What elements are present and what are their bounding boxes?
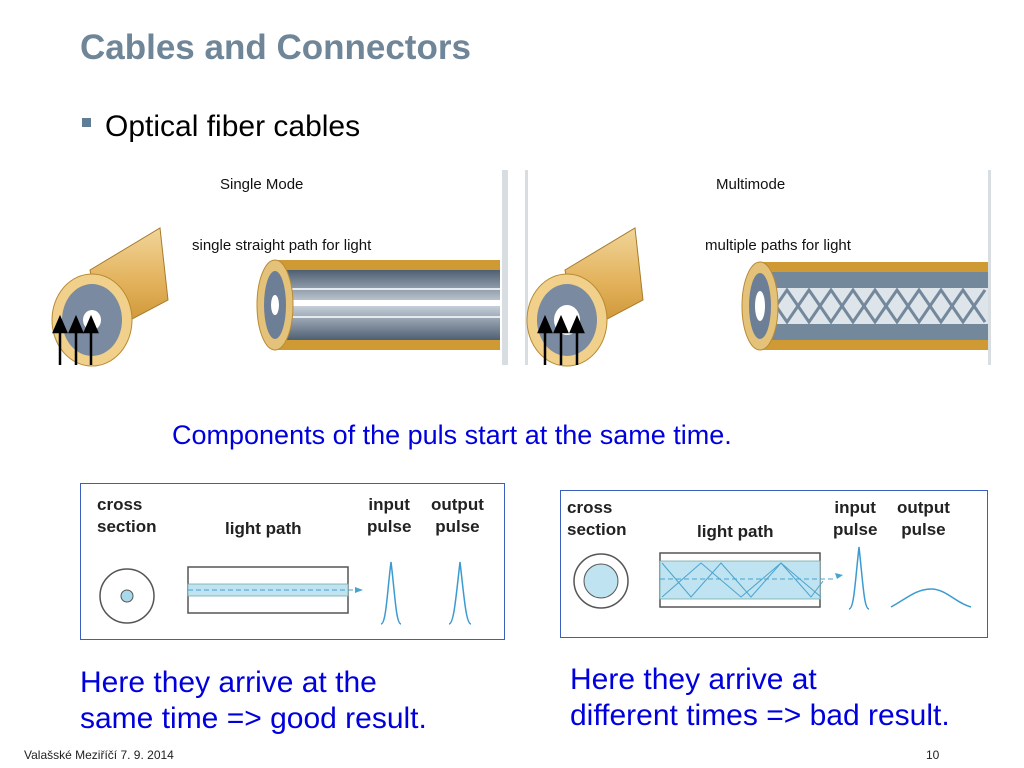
bullet-text: Optical fiber cables (105, 110, 361, 143)
multimode-illustration (525, 170, 991, 367)
output-label-line1: output (897, 498, 950, 517)
output-pulse-label: output pulse (897, 497, 950, 541)
output-pulse-label: output pulse (431, 494, 484, 538)
left-result-line2: same time => good result. (80, 702, 427, 735)
footer-location-date: Valašské Meziříčí 7. 9. 2014 (24, 748, 174, 762)
input-label-line2: pulse (367, 517, 412, 536)
multimode-pulse-diagram (573, 546, 972, 610)
bullet-square-icon (82, 117, 91, 127)
cross-section-label: cross section (97, 494, 157, 538)
cross-label-line1: cross (97, 495, 143, 514)
single-mode-label-b: for light (322, 237, 372, 254)
input-label-line1: input (834, 498, 876, 517)
slide-title: Cables and Connectors (80, 28, 471, 67)
light-path-label: light path (225, 519, 302, 538)
input-label-line1: input (368, 495, 410, 514)
left-result-line1: Here they arrive at the (80, 666, 377, 699)
multimode-heading: Multimode (716, 176, 786, 193)
right-result-line2: different times => bad result. (570, 699, 950, 732)
single-mode-label: single straight path for light (192, 237, 371, 254)
multimode-label: multiple paths for light (705, 237, 851, 254)
light-path-label: light path (697, 522, 774, 541)
right-result-text: Here they arrive at different times => b… (570, 662, 950, 734)
single-mode-pulse-diagram (99, 561, 472, 625)
multimode-label-b: light (823, 237, 851, 254)
pulse-caption: Components of the puls start at the same… (172, 420, 732, 450)
left-result-text: Here they arrive at the same time => goo… (80, 665, 427, 737)
multimode-label-a: multiple paths for (705, 237, 820, 254)
cross-label-line1: cross (567, 498, 613, 517)
single-mode-heading: Single Mode (220, 176, 304, 193)
multimode-pulse-box: cross section light path input pulse out… (560, 490, 988, 638)
cross-section-label: cross section (567, 497, 627, 541)
output-label-line1: output (431, 495, 484, 514)
input-pulse-label: input pulse (833, 497, 877, 541)
input-label-line2: pulse (833, 520, 878, 539)
single-mode-pulse-box: cross section light path input pulse out… (80, 483, 505, 640)
right-result-line1: Here they arrive at (570, 663, 817, 696)
footer-page-number: 10 (926, 748, 940, 762)
input-pulse-label: input pulse (367, 494, 411, 538)
single-mode-label-a: single straight path (192, 237, 318, 254)
cross-label-line2: section (97, 517, 157, 536)
output-label-line2: pulse (901, 520, 946, 539)
cross-label-line2: section (567, 520, 627, 539)
output-label-line2: pulse (435, 517, 480, 536)
bullet-item: Optical fiber cables (82, 110, 360, 144)
single-mode-illustration (51, 170, 508, 367)
